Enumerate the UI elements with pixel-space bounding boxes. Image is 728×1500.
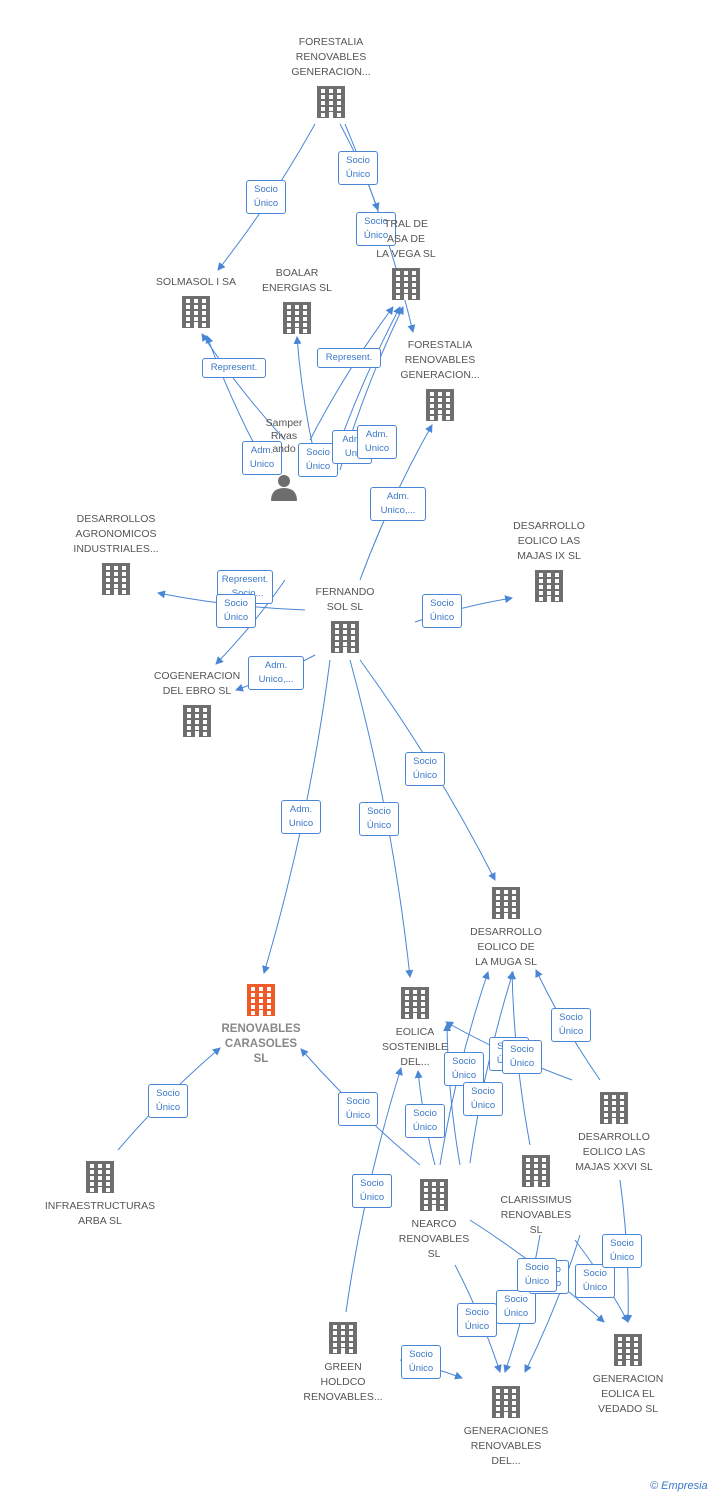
edge-label[interactable]: Socio Único [246,180,286,214]
edge-label[interactable]: Socio Único [401,1345,441,1379]
edge-label[interactable]: Socio Único [405,1104,445,1138]
edge-line [469,971,515,1164]
edge-label[interactable]: Socio Único [298,443,338,477]
edge-label[interactable]: Socio Único [359,802,399,836]
node-label-desmajas9[interactable]: DESARROLLO EOLICO LAS MAJAS IX SL [513,520,585,562]
edge-label[interactable]: Socio Único [405,752,445,786]
edge-line [524,1234,581,1373]
node-label-cogeneracion[interactable]: COGENERACION DEL EBRO SL [153,670,241,697]
building-icon[interactable] [420,1179,448,1211]
edge-label[interactable]: Adm. Unico [242,441,282,475]
edge-label[interactable]: Socio Único [463,1082,503,1116]
building-icon[interactable] [331,621,359,653]
building-icon[interactable] [86,1161,114,1193]
brand-name: Empresia [661,1480,708,1492]
person-icon[interactable] [271,475,297,501]
node-label-solmasol[interactable]: SOLMASOL I SA [155,276,237,288]
building-icon[interactable] [614,1334,642,1366]
edge-label[interactable]: Represent. [202,358,266,378]
node-label-desmuga[interactable]: DESARROLLO EOLICO DE LA MUGA SL [470,926,542,968]
footer-brand[interactable]: © Empresia [650,1480,708,1492]
edge-label[interactable]: Socio Único [551,1008,591,1042]
edge-label[interactable]: Socio Único [457,1303,497,1337]
person-label[interactable]: Samper Rivas ando [265,417,303,455]
edge-label[interactable]: Socio Único [575,1264,615,1298]
node-label-desmajas26[interactable]: DESARROLLO EOLICO LAS MAJAS XXVI SL [575,1131,653,1173]
edge-label[interactable]: Socio Único [148,1084,188,1118]
node-label-nearco[interactable]: NEARCO RENOVABLES SL [398,1218,470,1260]
edge-label[interactable]: Adm. Unico,... [248,656,304,690]
node-label-generaciones[interactable]: GENERACIONES RENOVABLES DEL... [463,1425,549,1467]
node-label-infraestructuras[interactable]: INFRAESTRUCTURAS ARBA SL [44,1200,156,1227]
node-label-clarissimus[interactable]: CLARISSIMUS RENOVABLES SL [500,1194,572,1236]
node-label-vedado[interactable]: GENERACION EOLICA EL VEDADO SL [592,1373,664,1415]
building-icon[interactable] [492,1386,520,1418]
edge-label[interactable]: Socio Único [356,212,396,246]
building-icon[interactable] [492,887,520,919]
node-label-renovables[interactable]: RENOVABLES CARASOLES SL [221,1023,301,1065]
edge-label[interactable]: Adm. Unico [281,800,321,834]
edge-label[interactable]: Socio Único [602,1234,642,1268]
building-icon[interactable] [401,987,429,1019]
edge-label[interactable]: Socio Único [338,151,378,185]
building-icon[interactable] [183,705,211,737]
node-label-fernando[interactable]: FERNANDO SOL SL [315,586,375,613]
copyright-icon: © [650,1480,659,1492]
building-icon[interactable] [247,984,275,1016]
node-label-central[interactable]: TRAL DE ASA DE LA VEGA SL [376,218,436,260]
building-icon[interactable] [182,296,210,328]
edge-label[interactable]: Socio Único [517,1258,557,1292]
edge-label[interactable]: Socio Único [496,1290,536,1324]
edge-label[interactable]: Socio Único [352,1174,392,1208]
edge-label[interactable]: Adm. Unico,... [370,487,426,521]
edge-label[interactable]: Socio Único [502,1040,542,1074]
edge-label[interactable]: Adm. Unico [357,425,397,459]
edge-label[interactable]: Socio Único [338,1092,378,1126]
edge-label[interactable]: Represent. [317,348,381,368]
building-icon[interactable] [283,302,311,334]
building-icon[interactable] [426,389,454,421]
building-icon[interactable] [600,1092,628,1124]
building-icon[interactable] [535,570,563,602]
edge-label[interactable]: Socio Único [422,594,462,628]
node-label-forestalia1[interactable]: FORESTALIA RENOVABLES GENERACION... [291,36,371,78]
building-icon[interactable] [392,268,420,300]
building-icon[interactable] [522,1155,550,1187]
node-label-green[interactable]: GREEN HOLDCO RENOVABLES... [303,1361,383,1403]
node-label-boalar[interactable]: BOALAR ENERGIAS SL [261,267,333,294]
edge-label[interactable]: Socio Único [216,594,256,628]
edge-line [443,1023,461,1166]
node-label-desagro[interactable]: DESARROLLOS AGRONOMICOS INDUSTRIALES... [73,513,159,555]
edge-line [309,306,394,441]
building-icon[interactable] [329,1322,357,1354]
node-label-forestalia2[interactable]: FORESTALIA RENOVABLES GENERACION... [400,339,480,381]
building-icon[interactable] [102,563,130,595]
node-label-eolica[interactable]: EOLICA SOSTENIBLE DEL... [382,1026,448,1068]
building-icon[interactable] [317,86,345,118]
